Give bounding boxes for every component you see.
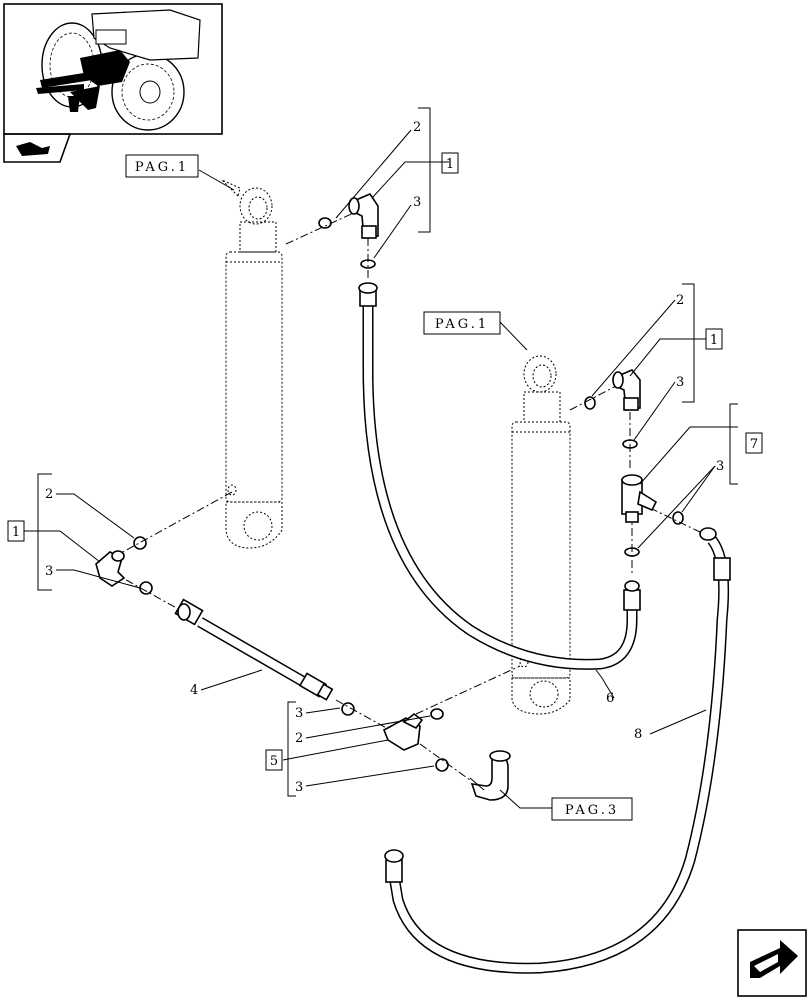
callout-right-oring-2: 2 [676,293,684,308]
callout-lower-oring-3b: 3 [295,780,303,795]
svg-text:PAG.3: PAG.3 [565,803,619,818]
pag-ref-left[interactable]: PAG.1 [125,154,199,178]
section-tab[interactable] [3,133,72,163]
group-ref-lower[interactable]: 5 [265,749,283,771]
right-oring-2 [584,396,596,410]
svg-text:5: 5 [270,754,278,769]
svg-text:1: 1 [710,333,718,348]
callout-right-oring-3: 3 [676,375,684,390]
callout-left-oring-3: 3 [45,564,53,579]
callout-lower-oring-3: 3 [295,706,303,721]
callout-labels: 2 3 2 3 3 2 3 4 3 2 3 6 8 [45,120,724,795]
group-brackets [37,107,738,797]
svg-text:PAG.1: PAG.1 [435,317,489,332]
lower-oring-3b [435,758,449,772]
callout-lower-oring-2: 2 [295,731,303,746]
svg-text:7: 7 [750,437,758,452]
leader-lines [24,129,738,809]
left-elbow-fitting [95,550,126,587]
group-ref-right[interactable]: 1 [705,328,723,350]
callout-tee-oring-3: 3 [716,459,724,474]
tee-oring-3a [672,511,684,525]
right-elbow-fitting [612,369,641,411]
group-ref-left[interactable]: 1 [7,520,25,542]
pag-ref-elbow[interactable]: PAG.3 [551,797,633,821]
callout-hose-8: 8 [634,727,642,742]
pag-ref-right[interactable]: PAG.1 [423,311,501,335]
top-elbow-fitting [348,193,379,239]
tee-fitting-7 [621,474,658,523]
group-ref-tee[interactable]: 7 [745,432,763,454]
svg-text:1: 1 [446,157,454,172]
tractor-thumbnail [3,3,223,135]
elbow-pipe [469,750,511,801]
tee-oring-3b [624,547,640,557]
right-cylinder [511,355,571,715]
callout-hose-6: 6 [606,691,614,706]
top-oring-3 [360,259,376,269]
callout-left-oring-2: 2 [45,487,53,502]
hose-6 [358,282,641,670]
top-oring-2 [318,217,332,229]
lower-oring-3 [341,702,355,716]
tee-fitting-5 [382,712,424,751]
hose-4 [174,598,334,701]
right-oring-3 [622,439,638,449]
svg-text:1: 1 [12,525,20,540]
left-oring-3 [139,581,153,595]
next-page-icon[interactable] [737,929,807,997]
svg-text:PAG.1: PAG.1 [135,160,189,175]
callout-hose-4: 4 [190,683,198,698]
hose-8 [384,527,731,974]
callout-top-oring-2: 2 [413,120,421,135]
left-oring-2 [133,536,147,550]
lower-oring-2 [430,708,444,720]
callout-top-oring-3: 3 [413,195,421,210]
group-ref-top[interactable]: 1 [441,152,459,174]
left-cylinder [221,179,283,549]
